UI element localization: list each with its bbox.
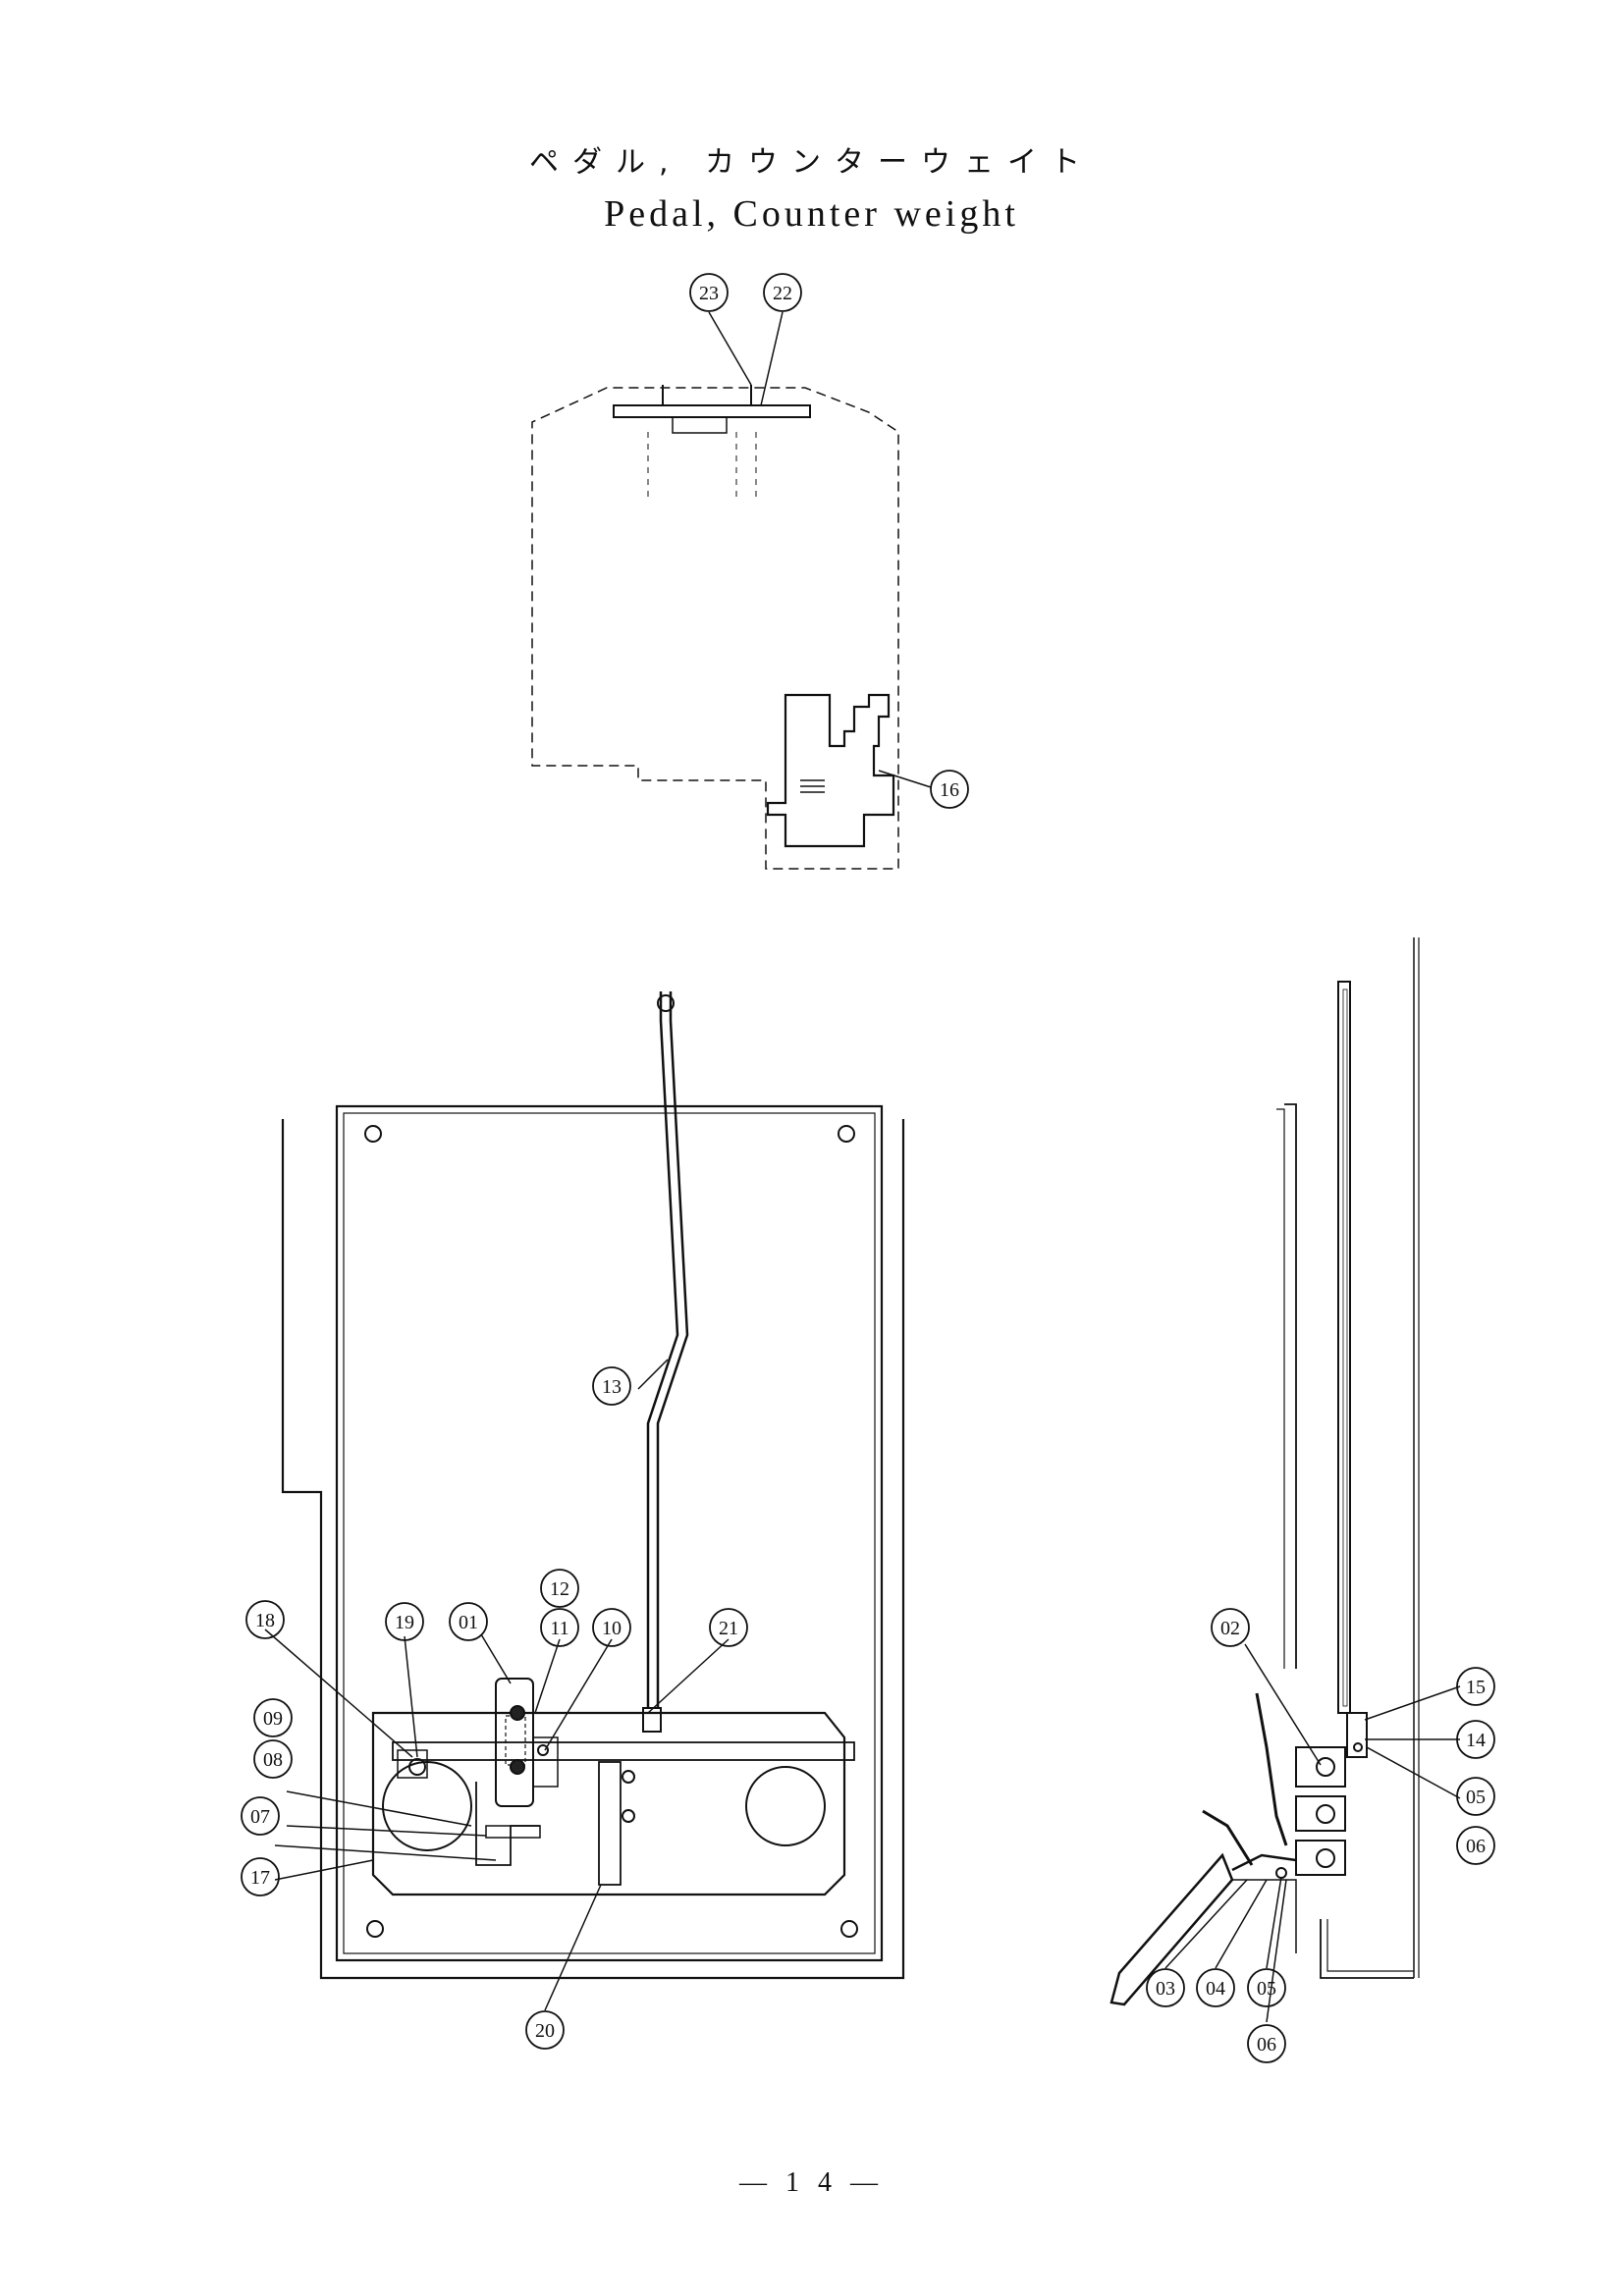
callout-label-12: 12 [550, 1578, 569, 1600]
page-title-japanese: ペダル, カウンターウェイト [528, 145, 1095, 180]
callout-label-10: 10 [602, 1618, 622, 1639]
callout-label-07: 07 [250, 1806, 270, 1828]
callout-label-01: 01 [459, 1612, 478, 1633]
side-view-diagram [1109, 937, 1461, 2023]
callout-01 [449, 1602, 488, 1641]
callout-17 [241, 1857, 280, 1896]
pedal-plan-view-diagram [264, 991, 905, 2011]
callout-12 [540, 1569, 579, 1608]
callout-label-05b: 05 [1257, 1978, 1276, 2000]
callout-label-23: 23 [699, 283, 719, 304]
callout-label-19: 19 [395, 1612, 414, 1633]
callout-13 [592, 1366, 631, 1406]
callout-label-06a: 06 [1466, 1836, 1486, 1857]
callout-05a [1456, 1777, 1495, 1816]
callout-label-14: 14 [1466, 1730, 1486, 1751]
callout-label-17: 17 [250, 1867, 270, 1889]
callout-10 [592, 1608, 631, 1647]
callout-label-06b: 06 [1257, 2034, 1276, 2056]
callout-11 [540, 1608, 579, 1647]
top-view-diagram [531, 311, 932, 870]
callout-06a [1456, 1826, 1495, 1865]
callout-03 [1146, 1968, 1185, 2007]
callout-07 [241, 1796, 280, 1836]
callout-18 [245, 1600, 285, 1639]
callout-20 [525, 2010, 565, 2050]
callout-08 [253, 1739, 293, 1779]
callout-label-03: 03 [1156, 1978, 1175, 2000]
callout-label-05a: 05 [1466, 1787, 1486, 1808]
callout-label-13: 13 [602, 1376, 622, 1398]
callout-21 [709, 1608, 748, 1647]
callout-02 [1211, 1608, 1250, 1647]
callout-label-09: 09 [263, 1708, 283, 1730]
callout-05b [1247, 1968, 1286, 2007]
callout-19 [385, 1602, 424, 1641]
callout-bubbles [241, 273, 1495, 2063]
callout-label-08: 08 [263, 1749, 283, 1771]
callout-label-16: 16 [940, 779, 959, 801]
callout-label-21: 21 [719, 1618, 738, 1639]
callout-14 [1456, 1720, 1495, 1759]
callout-06b [1247, 2024, 1286, 2063]
callout-label-22: 22 [773, 283, 792, 304]
callout-label-02: 02 [1220, 1618, 1240, 1639]
callout-label-20: 20 [535, 2020, 555, 2042]
callout-label-04: 04 [1206, 1978, 1225, 2000]
callout-09 [253, 1698, 293, 1737]
callout-label-11: 11 [550, 1618, 568, 1639]
callout-label-15: 15 [1466, 1677, 1486, 1698]
callout-label-18: 18 [255, 1610, 275, 1631]
page-number: — 1 4 — [739, 2167, 884, 2198]
callout-16 [930, 770, 969, 809]
callout-23 [689, 273, 729, 312]
callout-15 [1456, 1667, 1495, 1706]
page-title-english: Pedal, Counter weight [604, 193, 1019, 235]
callout-04 [1196, 1968, 1235, 2007]
callout-22 [763, 273, 802, 312]
